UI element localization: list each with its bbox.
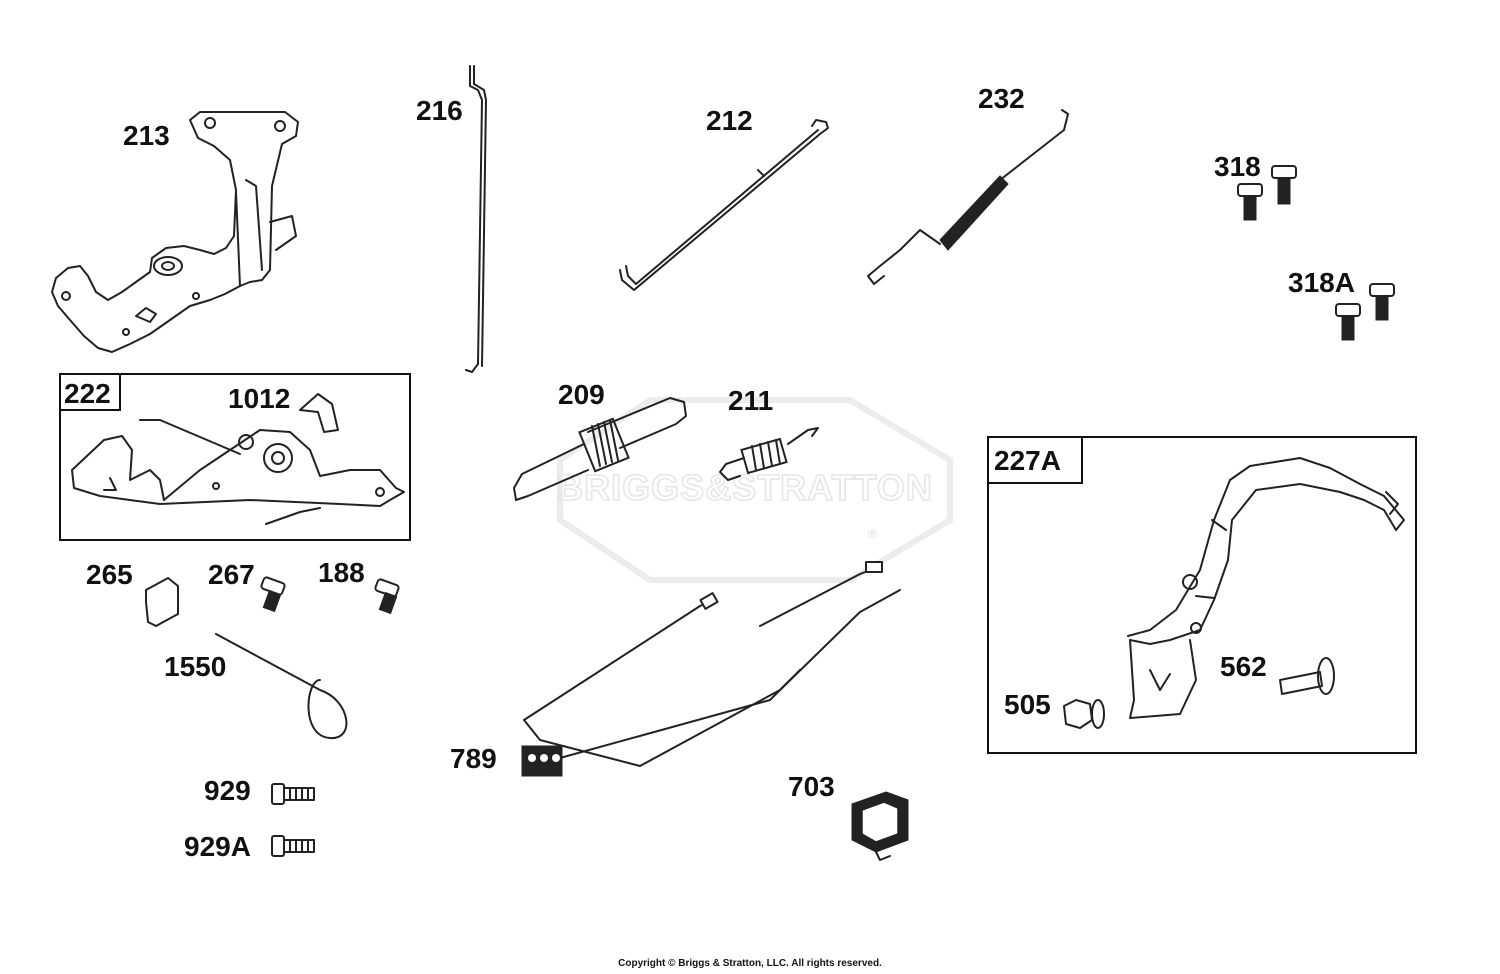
callout-227A: 227A [994, 445, 1061, 476]
part-211-spring[interactable] [719, 427, 819, 481]
callout-211: 211 [728, 385, 773, 416]
part-505-nut[interactable] [1063, 699, 1105, 729]
callout-1550: 1550 [164, 651, 226, 682]
callout-929: 929 [204, 775, 251, 806]
callout-265: 265 [86, 559, 133, 590]
watermark-registered: ® [868, 527, 877, 541]
brand-watermark: BRIGGS&STRATTON ® [556, 397, 953, 583]
callout-213: 213 [123, 120, 170, 151]
callout-216: 216 [416, 95, 463, 126]
callout-929A: 929A [184, 831, 251, 862]
part-227A-bracket-assembly[interactable] [1127, 457, 1405, 719]
assembly-box-227A [987, 436, 1417, 754]
callout-1012: 1012 [228, 383, 290, 414]
part-188-screw[interactable] [374, 578, 400, 615]
part-318A-screws[interactable] [1335, 283, 1395, 341]
callout-789: 789 [450, 743, 497, 774]
part-232-extension-spring[interactable] [867, 109, 1069, 285]
part-267-screw[interactable] [260, 576, 286, 613]
callout-318A: 318A [1288, 267, 1355, 298]
part-318-screws[interactable] [1237, 165, 1297, 221]
part-216-governor-rod[interactable] [465, 65, 487, 373]
part-789-wiring-harness[interactable] [521, 561, 901, 777]
callout-188: 188 [318, 557, 365, 588]
part-562-carriage-bolt[interactable] [1279, 657, 1335, 695]
callout-267: 267 [208, 559, 255, 590]
part-1550-wire[interactable] [215, 633, 348, 740]
callout-222: 222 [64, 378, 111, 409]
assembly-box-222 [59, 373, 411, 541]
callout-562: 562 [1220, 651, 1267, 682]
callout-703: 703 [788, 771, 835, 802]
part-213-control-bracket[interactable] [51, 111, 299, 353]
part-265-clip[interactable] [145, 577, 179, 627]
part-212-link-rod[interactable] [619, 119, 829, 291]
callout-212: 212 [706, 105, 753, 136]
part-929-bolt[interactable] [271, 783, 315, 805]
callout-232: 232 [978, 83, 1025, 114]
part-929A-bolt[interactable] [271, 835, 315, 857]
watermark-text: BRIGGS&STRATTON [557, 467, 933, 508]
part-222-control-assembly[interactable] [71, 393, 405, 525]
callout-209: 209 [558, 379, 605, 410]
copyright-notice: Copyright © Briggs & Stratton, LLC. All … [618, 958, 882, 969]
callout-318: 318 [1214, 151, 1261, 182]
part-209-governor-spring[interactable] [513, 397, 687, 501]
part-703-grommet[interactable] [851, 791, 909, 861]
callout-505: 505 [1004, 689, 1051, 720]
